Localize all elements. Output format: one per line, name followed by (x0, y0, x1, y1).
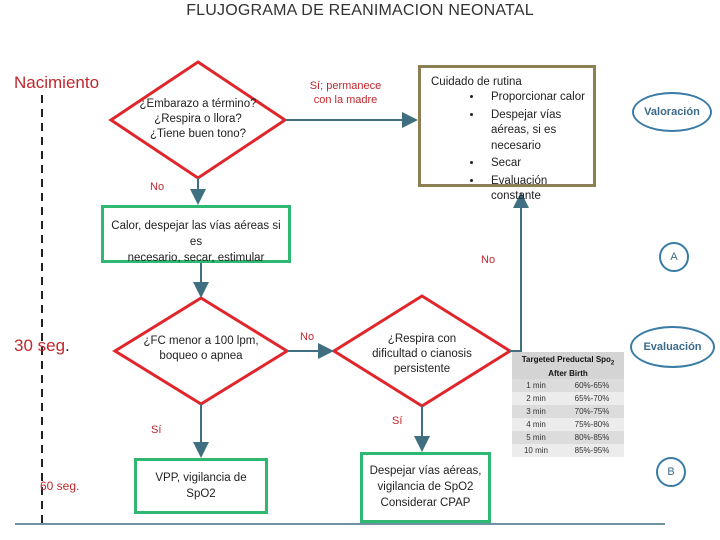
arrow-d3-to-routine (510, 192, 529, 352)
spo2-time: 1 min (512, 378, 560, 392)
box-2-line: SpO2 (186, 488, 216, 500)
spo2-time: 4 min (512, 417, 560, 431)
diamond-2-line: boqueo o apnea (159, 350, 243, 362)
routine-care-item: Secar (483, 156, 587, 172)
box-1-line: Calor, despejar las vías aéreas si es (111, 220, 281, 248)
timeline-60s-label: 60 seg. (40, 479, 80, 493)
timeline-birth-label: Nacimiento (14, 73, 100, 92)
spo2-time: 10 min (512, 443, 560, 457)
yes-stay-with-mother-label: Sí; permanece con la madre (298, 79, 393, 107)
spo2-range: 75%-80% (560, 417, 624, 431)
diamond-2-text: ¿FC menor a 100 lpm, boqueo o apnea (136, 334, 266, 364)
diamond-1-text: ¿Embarazo a término? ¿Respira o llora? ¿… (126, 97, 270, 142)
diamond-3-line: persistente (393, 363, 451, 375)
step-a-circle: A (659, 242, 689, 272)
routine-care-title: Cuidado de rutina (431, 76, 522, 88)
spo2-range: 60%-65% (560, 378, 624, 392)
spo2-title-sub: 2 (610, 360, 615, 367)
evaluacion-oval: Evaluación (630, 326, 715, 368)
yes-label-2: Sí (392, 415, 403, 427)
diamond-3-line: dificultad o cianosis (372, 348, 472, 360)
spo2-target-table: Targeted Preductal Spo2 After Birth 1 mi… (512, 352, 624, 457)
spo2-time: 5 min (512, 430, 560, 444)
yes-label-line: con la madre (313, 94, 378, 106)
step-b-circle: B (656, 457, 686, 487)
box-3-line: vigilancia de SpO2 (377, 481, 474, 493)
spo2-range: 65%-70% (560, 391, 624, 405)
routine-care-box: Cuidado de rutina Proporcionar calor Des… (418, 65, 596, 202)
diamond-1-line: ¿Respira o llora? (154, 113, 242, 125)
diamond-2-line: ¿FC menor a 100 lpm, (143, 335, 259, 347)
valoracion-oval: Valoración (632, 92, 712, 132)
ppv-box: VPP, vigilancia de SpO2 (134, 458, 268, 514)
timeline-30s-dot: . (65, 336, 70, 355)
timeline-30s-text: 30 seg (14, 336, 66, 355)
routine-care-item: Evaluación constante (483, 174, 587, 205)
box-3-line: Despejar vías aéreas, (369, 465, 482, 477)
diamond-3-text: ¿Respira con dificultad o cianosis persi… (357, 332, 487, 377)
spo2-range: 70%-75% (560, 404, 624, 418)
page-title: FLUJOGRAMA DE REANIMACION NEONATAL (186, 2, 534, 19)
no-label-3: No (481, 254, 496, 266)
yes-label-line: Sí; permanece (309, 80, 382, 92)
no-label-1: No (150, 181, 165, 193)
spo2-table-title: Targeted Preductal Spo2 After Birth (512, 352, 624, 379)
box-3-line: Considerar CPAP (380, 497, 471, 509)
spo2-time: 2 min (512, 391, 560, 405)
spo2-title-main: Targeted Preductal Spo (521, 355, 611, 364)
yes-label-1: Sí (151, 424, 162, 436)
box-1-line: necesario, secar, estimular (127, 252, 265, 264)
timeline-30s-label: 30 seg. (14, 336, 70, 356)
spo2-range: 85%-95% (560, 443, 624, 457)
diamond-1-line: ¿Embarazo a término? (139, 98, 257, 110)
diamond-3-line: ¿Respira con (387, 333, 457, 345)
routine-care-item: Proporcionar calor (483, 90, 587, 106)
spo2-title-line2: After Birth (548, 368, 588, 378)
routine-care-list: Proporcionar calor Despejar vías aéreas,… (431, 90, 587, 205)
routine-care-item: Despejar vías aéreas, si es necesario (483, 108, 587, 155)
diamond-1-line: ¿Tiene buen tono? (149, 128, 247, 140)
warm-clear-airway-box: Calor, despejar las vías aéreas si es ne… (101, 205, 291, 264)
no-label-2: No (300, 331, 315, 343)
cpap-box: Despejar vías aéreas, vigilancia de SpO2… (360, 452, 491, 523)
box-2-line: VPP, vigilancia de (155, 472, 247, 484)
spo2-time: 3 min (512, 404, 560, 418)
spo2-range: 80%-85% (560, 430, 624, 444)
